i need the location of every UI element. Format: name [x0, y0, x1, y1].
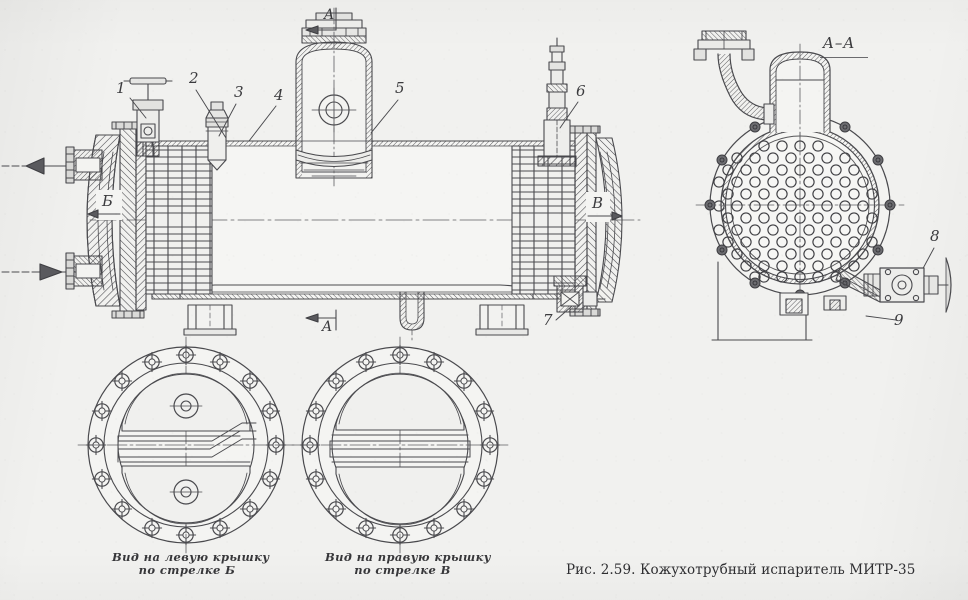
item-3-fitting: [205, 101, 229, 171]
callout-3: 3: [234, 83, 244, 101]
callout-5: 5: [395, 79, 405, 97]
support-saddle-left: [183, 304, 237, 336]
center-drain-pipe: [399, 291, 425, 341]
right-cover-caption: Вид на правую крышку по стрелке В: [325, 550, 492, 577]
section-curved-pipe: [693, 30, 775, 125]
section-aa-underline: [820, 57, 868, 58]
item-5-separator-dome: [287, 7, 383, 187]
section-a-a-view: [693, 30, 952, 341]
section-mark-top: [305, 7, 337, 35]
left-cover-caption-line1: Вид на левую крышку: [112, 550, 270, 564]
arrow-v-marker: [586, 192, 623, 222]
callout-6: 6: [576, 82, 586, 100]
callout-1: 1: [116, 79, 126, 97]
left-cover-caption-line2: по стрелке Б: [138, 562, 236, 577]
right-cover-caption-line1: Вид на правую крышку: [325, 550, 492, 564]
left-upper-nozzle: [65, 146, 103, 184]
item-9-lower-outlet: [823, 267, 881, 311]
section-mark-bottom-label: A: [322, 319, 333, 335]
right-cover-view: [291, 336, 509, 554]
support-saddle-right: [475, 304, 529, 336]
item-8-side-valve: [863, 257, 952, 313]
right-tube-bundle: [511, 145, 576, 295]
item-6-valve-stack: [537, 37, 577, 167]
flow-arrow-outlet: [1, 157, 73, 175]
section-separator-drum: [769, 43, 831, 139]
left-head-assembly: [65, 121, 147, 319]
item-1-valve: [123, 77, 173, 157]
section-aa-label: A–A: [823, 34, 856, 52]
callout-8: 8: [930, 227, 940, 245]
callout-leaders: [129, 89, 935, 321]
arrow-b-marker: [87, 190, 122, 220]
right-cover-caption-line2: по стрелке В: [354, 562, 451, 577]
right-head-assembly: [569, 125, 623, 317]
callout-9: 9: [894, 311, 904, 329]
item-7-drain-valve: [553, 275, 606, 313]
left-lower-nozzle: [65, 252, 103, 290]
callout-2: 2: [189, 69, 199, 87]
left-tube-bundle: [145, 145, 213, 295]
section-base-support: [711, 261, 813, 341]
arrow-label-v: В: [592, 194, 604, 212]
left-cover-caption: Вид на левую крышку по стрелке Б: [112, 550, 270, 577]
callout-7: 7: [543, 311, 553, 329]
section-mark-bottom: [305, 309, 337, 331]
figure-caption: Рис. 2.59. Кожухотрубный испаритель МИТР…: [566, 562, 916, 578]
left-cover-view: [77, 336, 295, 554]
callout-4: 4: [274, 86, 284, 104]
section-mark-top-label: A: [324, 7, 335, 23]
arrow-label-b: Б: [102, 192, 114, 210]
